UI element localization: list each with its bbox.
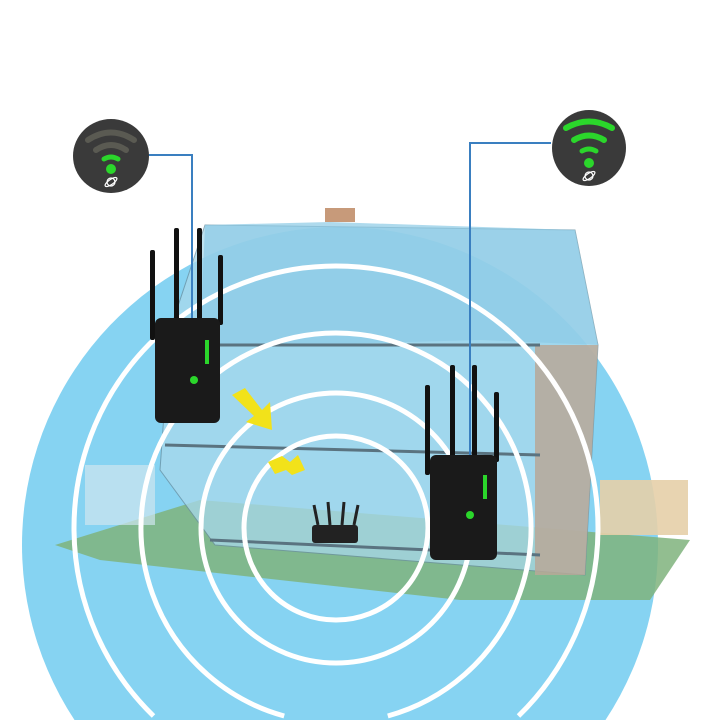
planet-icon	[104, 176, 118, 188]
connector-right	[469, 142, 551, 500]
connector-left	[147, 154, 193, 372]
wifi-extender-icon	[150, 228, 223, 423]
fence-right	[600, 480, 688, 535]
wifi-signal-weak-icon	[73, 119, 149, 193]
signal-ring	[241, 433, 431, 623]
brick-wall	[535, 345, 598, 575]
signal-ring	[138, 330, 534, 719]
wifi-extender-icon	[425, 365, 499, 560]
wifi-signal-strong-icon	[552, 110, 626, 186]
chimney	[325, 208, 355, 222]
roof	[200, 222, 598, 345]
router-icon	[312, 501, 360, 543]
signal-ring	[71, 263, 601, 718]
lightning-arrow-icon	[232, 388, 305, 475]
planet-icon	[582, 170, 596, 182]
